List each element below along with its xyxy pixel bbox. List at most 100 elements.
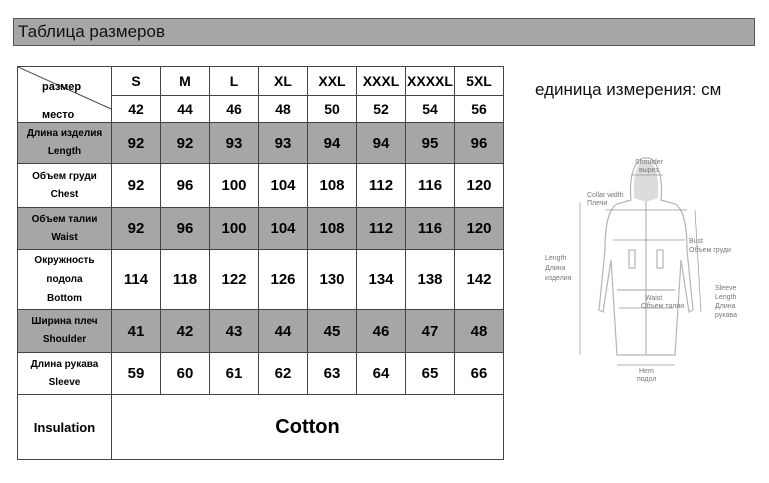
table-cell: 47 [405, 309, 455, 353]
table-cell: 116 [405, 163, 455, 208]
table-row-insulation: Insulation Cotton [17, 394, 504, 460]
table-cell: 134 [356, 249, 406, 310]
table-cell: 130 [307, 249, 357, 310]
corner-place-label: место [42, 109, 75, 121]
place-header: 50 [307, 94, 357, 123]
table-cell: 142 [454, 249, 504, 310]
place-header: 44 [160, 94, 210, 123]
size-header: XXXL [356, 66, 406, 96]
table-cell: 61 [209, 352, 259, 395]
diagram-collar-ru: Плечи [587, 200, 607, 207]
table-cell: 62 [258, 352, 308, 395]
table-cell: 59 [111, 352, 161, 395]
table-cell: 42 [160, 309, 210, 353]
table-cell: 114 [111, 249, 161, 310]
table-cell: 66 [454, 352, 504, 395]
table-cell: 63 [307, 352, 357, 395]
size-header: XL [258, 66, 308, 96]
table-cell: 43 [209, 309, 259, 353]
place-header: 56 [454, 94, 504, 123]
table-cell: 41 [111, 309, 161, 353]
size-header: 5XL [454, 66, 504, 96]
corner-header-cell: размер место [17, 66, 112, 123]
place-header: 54 [405, 94, 455, 123]
table-cell: 96 [454, 122, 504, 164]
table-cell: 64 [356, 352, 406, 395]
size-header: L [209, 66, 259, 96]
diagram-bust: Bust [689, 238, 703, 245]
size-header: XXL [307, 66, 357, 96]
table-cell: 60 [160, 352, 210, 395]
table-cell: 93 [258, 122, 308, 164]
table-cell: 94 [356, 122, 406, 164]
table-cell: 96 [160, 207, 210, 250]
table-cell: 96 [160, 163, 210, 208]
table-cell: 112 [356, 207, 406, 250]
diagram-waist-ru: Объем талии [641, 302, 684, 310]
diagram-length: Length [545, 255, 567, 262]
measure-lines [579, 174, 702, 366]
table-cell: 44 [258, 309, 308, 353]
table-cell: 112 [356, 163, 406, 208]
diagram-collar: Collar width [587, 192, 624, 199]
unit-note: единица измерения: см [535, 80, 722, 99]
table-cell: 94 [307, 122, 357, 164]
diagram-sleeve-ru: Длина [715, 303, 736, 310]
diagram-shoulder: Shoulder [635, 159, 664, 166]
size-table: размер место S M L XL XXL XXXL XXXXL 5XL… [17, 66, 504, 460]
table-cell: 120 [454, 163, 504, 208]
table-cell: 118 [160, 249, 210, 310]
table-cell: 100 [209, 207, 259, 250]
table-cell: 126 [258, 249, 308, 310]
diagram-bust-ru: Объем груди [689, 246, 731, 254]
page-title: Таблица размеров [13, 18, 755, 46]
table-cell: 122 [209, 249, 259, 310]
diagram-length-ru1: Длина [545, 265, 566, 272]
diagonal-divider [18, 67, 111, 110]
table-cell: 104 [258, 207, 308, 250]
table-cell: 45 [307, 309, 357, 353]
diagram-sleeve-ru2: рукава [715, 312, 737, 319]
place-header: 52 [356, 94, 406, 123]
diagram-shoulder-ru: вырез [639, 167, 659, 174]
table-cell: 92 [111, 163, 161, 208]
table-cell: 92 [160, 122, 210, 164]
table-cell: 46 [356, 309, 406, 353]
table-cell: 95 [405, 122, 455, 164]
diagram-sleeve: Sleeve [715, 285, 737, 292]
insulation-label: Insulation [17, 394, 112, 460]
table-cell: 116 [405, 207, 455, 250]
size-header: S [111, 66, 161, 96]
coat-illustration [598, 157, 694, 356]
table-cell: 65 [405, 352, 455, 395]
coat-fill [633, 160, 659, 202]
table-cell: 92 [111, 122, 161, 164]
table-cell: 104 [258, 163, 308, 208]
place-header: 48 [258, 94, 308, 123]
diagram-hem-ru: подол [637, 376, 656, 383]
table-cell: 120 [454, 207, 504, 250]
measurement-diagram: Shoulder вырез Collar width Плечи Bust О… [545, 157, 737, 383]
size-header: XXXXL [405, 66, 455, 96]
table-cell: 138 [405, 249, 455, 310]
table-cell: 108 [307, 163, 357, 208]
table-cell: 92 [111, 207, 161, 250]
table-cell: 108 [307, 207, 357, 250]
size-header: M [160, 66, 210, 96]
table-cell: 100 [209, 163, 259, 208]
insulation-value: Cotton [111, 394, 504, 460]
table-cell: 48 [454, 309, 504, 353]
diagram-waist: Waist [645, 295, 662, 302]
